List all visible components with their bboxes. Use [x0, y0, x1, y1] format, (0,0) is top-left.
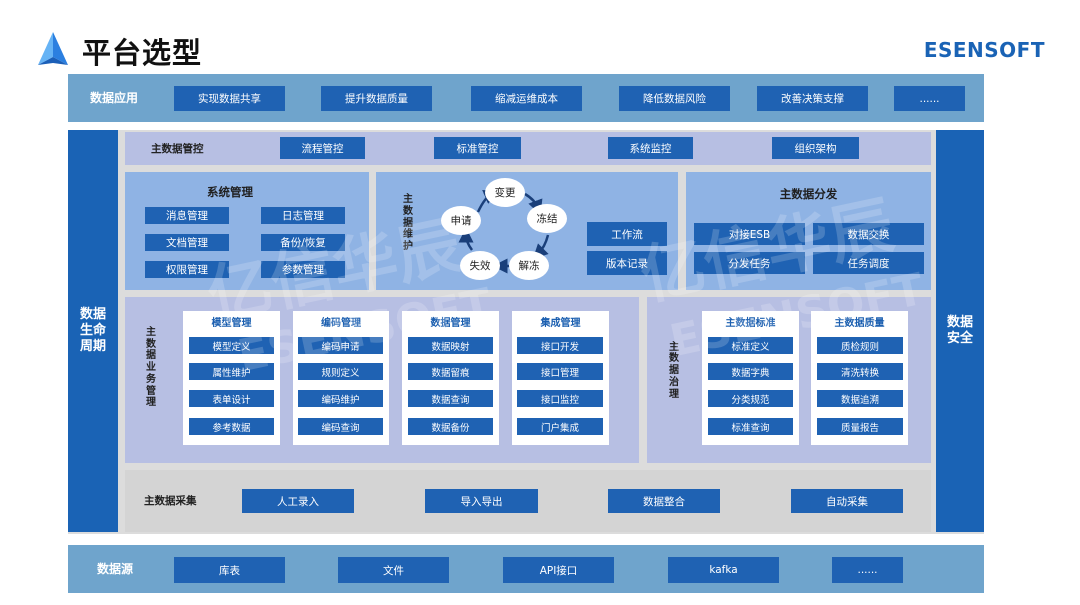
data-source-label: 数据源 [97, 562, 134, 576]
cycle-node-apply: 申请 [441, 206, 481, 235]
system-mgmt-item: 权限管理 [145, 261, 229, 278]
cycle-node-freeze: 冻结 [527, 204, 567, 233]
column-item: 接口开发 [517, 337, 603, 354]
system-mgmt-item: 消息管理 [145, 207, 229, 224]
source-item: kafka [668, 557, 779, 583]
distribution-item: 任务调度 [813, 252, 924, 274]
governance-label: 主数据治理 [669, 341, 679, 400]
control-label: 主数据管控 [151, 143, 204, 155]
security-label: 数据安全 [946, 314, 973, 346]
column-item: 接口管理 [517, 363, 603, 380]
column-head: 主数据标准 [725, 318, 776, 329]
system-mgmt-item: 文档管理 [145, 234, 229, 251]
column-item: 分类规范 [708, 390, 793, 407]
column-item: 参考数据 [189, 418, 274, 435]
control-item: 标准管控 [434, 137, 521, 159]
page-title: 平台选型 [82, 36, 203, 70]
collection-item: 导入导出 [425, 489, 538, 513]
column-item: 编码查询 [298, 418, 383, 435]
column-item: 数据字典 [708, 363, 793, 380]
app-item: 实现数据共享 [174, 86, 285, 111]
system-mgmt-title: 系统管理 [207, 185, 253, 199]
app-item: 改善决策支撑 [757, 86, 868, 111]
logo-icon [37, 31, 69, 67]
app-item: 缩减运维成本 [471, 86, 582, 111]
collection-item: 自动采集 [791, 489, 903, 513]
system-mgmt-item: 参数管理 [261, 261, 345, 278]
column-item: 数据映射 [408, 337, 493, 354]
data-app-label: 数据应用 [90, 91, 139, 105]
column-item: 数据留痕 [408, 363, 493, 380]
version-record-item: 版本记录 [587, 251, 667, 275]
lifecycle-label: 数据生命周期 [79, 306, 106, 355]
app-item: ...... [894, 86, 965, 111]
source-item: 库表 [174, 557, 285, 583]
column-item: 数据备份 [408, 418, 493, 435]
distribution-item: 对接ESB [694, 223, 805, 245]
column-item: 接口监控 [517, 390, 603, 407]
source-item: 文件 [338, 557, 449, 583]
source-item: ...... [832, 557, 903, 583]
column-head: 模型管理 [211, 318, 252, 329]
column-item: 编码申请 [298, 337, 383, 354]
column-item: 质检规则 [817, 337, 903, 354]
lifecycle-sidebar: 数据生命周期 [68, 130, 118, 532]
column-head: 数据管理 [430, 318, 471, 329]
control-item: 组织架构 [772, 137, 859, 159]
distribution-item: 数据交换 [813, 223, 924, 245]
app-item: 提升数据质量 [321, 86, 432, 111]
column-item: 编码维护 [298, 390, 383, 407]
column-head: 集成管理 [540, 318, 581, 329]
distribution-item: 分发任务 [694, 252, 805, 274]
cycle-node-unfreeze: 解冻 [509, 251, 549, 280]
security-sidebar: 数据安全 [936, 130, 984, 532]
brand-logo: ESENSOFT [923, 38, 1045, 62]
collection-label: 主数据采集 [144, 495, 197, 507]
column-head: 主数据质量 [834, 318, 885, 329]
collection-item: 人工录入 [242, 489, 354, 513]
column-item: 标准定义 [708, 337, 793, 354]
column-item: 属性维护 [189, 363, 274, 380]
system-mgmt-item: 日志管理 [261, 207, 345, 224]
maintenance-label: 主数据维护 [403, 194, 413, 253]
column-item: 门户集成 [517, 418, 603, 435]
collection-item: 数据整合 [608, 489, 720, 513]
distribution-title: 主数据分发 [779, 187, 838, 201]
cycle-node-change: 变更 [485, 178, 525, 207]
business-mgmt-label: 主数据业务管理 [146, 326, 156, 409]
column-item: 数据查询 [408, 390, 493, 407]
column-item: 数据追溯 [817, 390, 903, 407]
control-item: 系统监控 [608, 137, 693, 159]
source-item: API接口 [503, 557, 614, 583]
column-item: 质量报告 [817, 418, 903, 435]
column-item: 标准查询 [708, 418, 793, 435]
column-item: 表单设计 [189, 390, 274, 407]
column-item: 模型定义 [189, 337, 274, 354]
cycle-node-invalid: 失效 [460, 251, 500, 280]
workflow-item: 工作流 [587, 222, 667, 246]
column-item: 清洗转换 [817, 363, 903, 380]
column-head: 编码管理 [321, 318, 361, 329]
column-item: 规则定义 [298, 363, 383, 380]
system-mgmt-item: 备份/恢复 [261, 234, 345, 251]
control-item: 流程管控 [280, 137, 365, 159]
app-item: 降低数据风险 [619, 86, 730, 111]
